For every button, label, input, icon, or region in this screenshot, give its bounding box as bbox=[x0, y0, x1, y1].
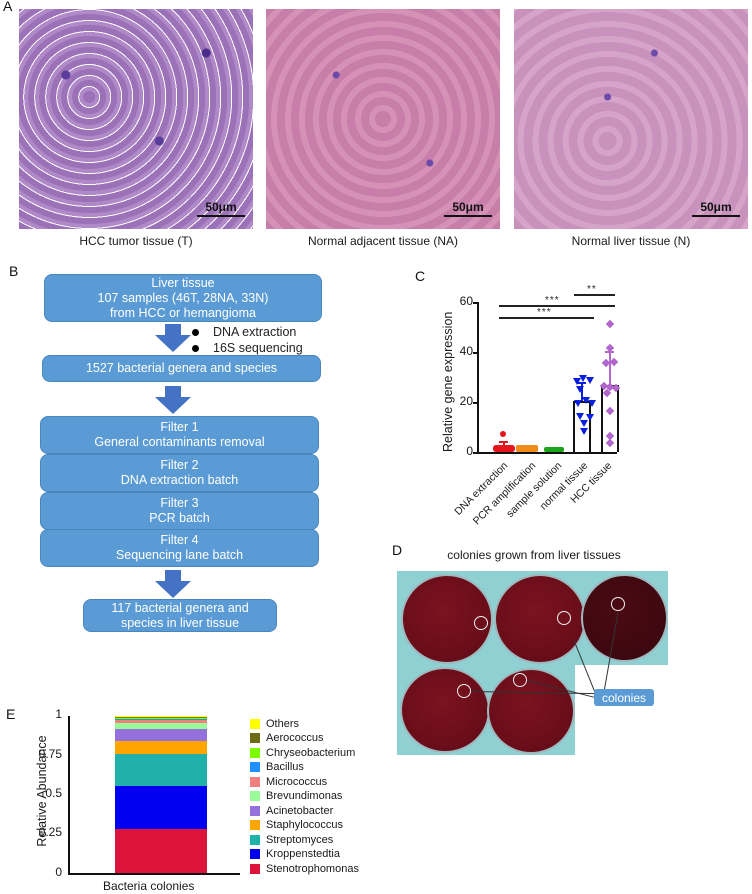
e-y-tick: 0.5 bbox=[45, 786, 62, 800]
petri-dish bbox=[400, 667, 490, 753]
panel-d-label: D bbox=[392, 542, 403, 558]
c-y-tick: 20 bbox=[459, 394, 473, 408]
colony-circle bbox=[611, 597, 625, 611]
segment-others bbox=[115, 716, 207, 717]
petri-dish bbox=[487, 668, 575, 754]
flow-box-117-genera: 117 bacterial genera and species in live… bbox=[83, 599, 277, 632]
segment-acinetobacter bbox=[115, 729, 207, 741]
c-y-tick: 40 bbox=[459, 344, 473, 358]
caption-normal-adjacent: Normal adjacent tissue (NA) bbox=[307, 234, 459, 248]
significance-line bbox=[499, 305, 615, 307]
scale-bar: 50μm bbox=[444, 200, 492, 217]
flow-box-liver-tissue: Liver tissue 107 samples (46T, 28NA, 33N… bbox=[44, 274, 322, 322]
data-point bbox=[500, 431, 506, 437]
significance-label: *** bbox=[545, 295, 560, 306]
colony-circle bbox=[474, 616, 488, 630]
segment-kroppenstedtia bbox=[115, 786, 207, 829]
histology-image-normal-liver: 50μm bbox=[514, 9, 748, 229]
legend-item-bacillus: Bacillus bbox=[250, 760, 304, 773]
panel-b-label: B bbox=[9, 263, 19, 279]
significance-line bbox=[499, 317, 594, 319]
colony-circle bbox=[557, 611, 571, 625]
e-x-axis bbox=[68, 873, 240, 875]
stacked-bar-bacteria-colonies bbox=[115, 716, 207, 873]
caption-hcc-tumor: HCC tumor tissue (T) bbox=[79, 234, 193, 248]
flow-box-filter-2: Filter 2 DNA extraction batch bbox=[40, 454, 319, 492]
segment-bacillus bbox=[115, 719, 207, 720]
panel-d-title: colonies grown from liver tissues bbox=[447, 548, 621, 562]
c-y-tick: 0 bbox=[466, 444, 473, 458]
legend-item-micrococcus: Micrococcus bbox=[250, 775, 327, 788]
legend-item-staphylococcus: Staphylococcus bbox=[250, 818, 343, 831]
flow-box-1527-genera: 1527 bacterial genera and species bbox=[42, 355, 321, 382]
c-y-axis bbox=[477, 302, 479, 453]
legend-item-streptomyces: Streptomyces bbox=[250, 833, 333, 846]
petri-dish bbox=[494, 574, 586, 664]
panel-c-label: C bbox=[415, 268, 426, 284]
e-y-tick: 0.25 bbox=[38, 825, 62, 839]
histology-image-normal-adjacent: 50μm bbox=[266, 9, 500, 229]
c-x-axis bbox=[477, 452, 617, 454]
c-y-tick: 60 bbox=[459, 294, 473, 308]
legend-item-kroppenstedtia: Kroppenstedtia bbox=[250, 847, 340, 860]
colonies-label: colonies bbox=[594, 689, 654, 706]
e-y-tick: 1 bbox=[55, 707, 62, 721]
legend-item-acinetobacter: Acinetobacter bbox=[250, 804, 333, 817]
panel-a-label: A bbox=[3, 0, 13, 14]
e-y-tick: 0 bbox=[55, 865, 62, 879]
significance-label: ** bbox=[587, 284, 597, 295]
significance-line bbox=[574, 294, 615, 296]
bullet-dna-extraction: DNA extraction bbox=[192, 325, 296, 339]
panel-e-label: E bbox=[6, 706, 16, 722]
segment-micrococcus bbox=[115, 720, 207, 723]
down-arrow-icon bbox=[155, 570, 191, 598]
down-arrow-icon bbox=[155, 324, 191, 352]
bullet-16s-sequencing: 16S sequencing bbox=[192, 341, 303, 355]
data-point-cluster bbox=[516, 445, 538, 452]
flow-box-filter-1: Filter 1 General contaminants removal bbox=[40, 416, 319, 454]
significance-label: *** bbox=[537, 307, 552, 318]
flow-box-filter-3: Filter 3 PCR batch bbox=[40, 492, 319, 530]
e-x-label: Bacteria colonies bbox=[103, 879, 195, 893]
e-y-tick: 0.75 bbox=[38, 747, 62, 761]
colony-circle bbox=[457, 684, 471, 698]
segment-streptomyces bbox=[115, 754, 207, 786]
segment-aerococcus bbox=[115, 717, 207, 718]
data-point-cluster bbox=[544, 447, 564, 452]
legend-item-others: Others bbox=[250, 717, 299, 730]
segment-chryseobacterium bbox=[115, 718, 207, 719]
legend-item-stenotrophomonas: Stenotrophomonas bbox=[250, 862, 359, 875]
segment-stenotrophomonas bbox=[115, 829, 207, 873]
legend-item-chryseobacterium: Chryseobacterium bbox=[250, 746, 355, 759]
colony-circle bbox=[513, 673, 527, 687]
caption-normal-liver: Normal liver tissue (N) bbox=[571, 234, 691, 248]
flow-box-filter-4: Filter 4 Sequencing lane batch bbox=[40, 529, 319, 567]
scale-bar: 50μm bbox=[197, 200, 245, 217]
data-point-cluster bbox=[493, 445, 515, 452]
segment-staphylococcus bbox=[115, 741, 207, 754]
c-y-axis-title: Relative gene expression bbox=[441, 311, 455, 452]
petri-dish bbox=[581, 574, 668, 662]
e-y-axis bbox=[68, 716, 70, 874]
segment-brevundimonas bbox=[115, 723, 207, 729]
legend-item-aerococcus: Aerococcus bbox=[250, 731, 323, 744]
scale-bar: 50μm bbox=[692, 200, 740, 217]
legend-item-brevundimonas: Brevundimonas bbox=[250, 789, 342, 802]
down-arrow-icon bbox=[155, 386, 191, 414]
histology-image-hcc-tumor: 50μm bbox=[19, 9, 253, 229]
